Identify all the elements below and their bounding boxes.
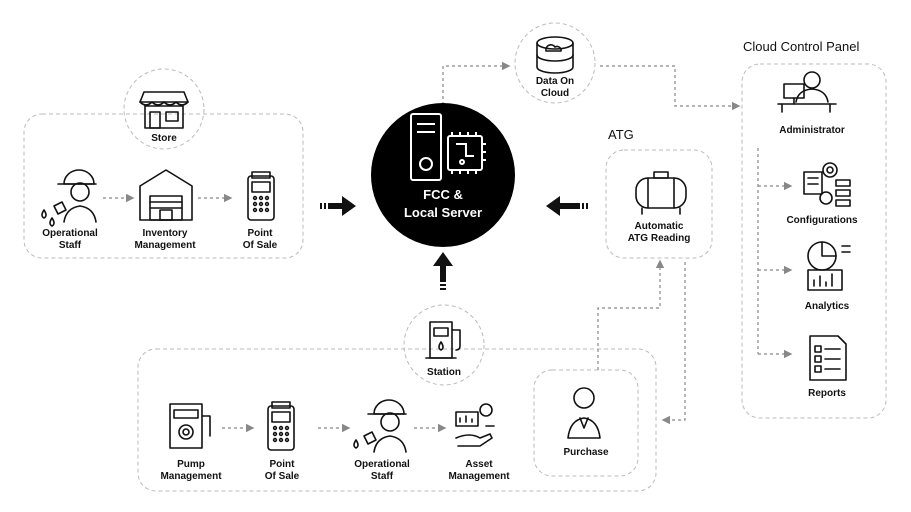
operational-staff-icon	[41, 169, 97, 227]
atg-item: Automatic ATG Reading	[627, 221, 691, 244]
server-label: FCC & Local Server	[403, 187, 483, 220]
pos-terminal-station-icon	[267, 401, 295, 451]
storefront-icon	[139, 91, 189, 129]
database-cloud-icon	[536, 36, 574, 74]
fuel-tank-icon	[635, 171, 687, 215]
store-item-pos: Point Of Sale	[242, 228, 278, 251]
cloud-control-panel	[741, 63, 887, 419]
panel-item-reports: Reports	[808, 388, 846, 399]
gear-config-icon	[803, 162, 851, 207]
station-circle	[403, 304, 485, 386]
server-chip-icon	[410, 113, 486, 181]
store-item-operational-staff: Operational Staff	[42, 228, 98, 251]
panel-item-administrator: Administrator	[779, 125, 845, 136]
station-item-pump: Pump Management	[160, 459, 222, 482]
arrow-atg-to-server	[546, 196, 588, 216]
atg-panel	[605, 149, 713, 259]
analytics-chart-icon	[807, 241, 851, 291]
station-item-pos: Point Of Sale	[264, 459, 300, 482]
panel-item-configurations: Configurations	[786, 215, 858, 226]
purchase-person-icon	[567, 387, 601, 439]
store-title: Store	[151, 133, 177, 144]
connector-atg-purchase	[661, 262, 686, 425]
pos-terminal-icon	[247, 171, 275, 221]
connector-purchase-atg	[597, 259, 665, 370]
pump-gear-icon	[169, 403, 211, 449]
warehouse-icon	[139, 169, 193, 221]
administrator-icon	[777, 71, 837, 113]
panel-title: Cloud Control Panel	[743, 39, 859, 54]
connector-cloud-panel	[600, 65, 741, 111]
arrow-station-to-server	[433, 252, 453, 290]
cloud-label: Data On Cloud	[535, 76, 575, 99]
fuel-pump-icon	[425, 321, 461, 359]
connector-server-cloud	[442, 61, 511, 105]
station-title: Station	[427, 367, 461, 378]
report-document-icon	[809, 335, 847, 381]
store-circle	[123, 68, 205, 150]
station-item-operational-staff: Operational Staff	[354, 459, 410, 482]
store-panel	[23, 113, 304, 259]
operational-staff-station-icon	[353, 399, 407, 453]
panel-item-analytics: Analytics	[804, 301, 850, 312]
asset-management-icon	[455, 403, 495, 447]
station-item-asset: Asset Management	[448, 459, 510, 482]
store-item-inventory: Inventory Management	[134, 228, 196, 251]
purchase-panel	[533, 369, 639, 477]
purchase-label: Purchase	[563, 447, 609, 458]
server-hub	[371, 103, 515, 247]
station-panel	[137, 348, 657, 492]
atg-title: ATG	[608, 127, 634, 142]
cloud-circle	[514, 22, 596, 104]
arrow-store-to-server	[320, 196, 356, 216]
